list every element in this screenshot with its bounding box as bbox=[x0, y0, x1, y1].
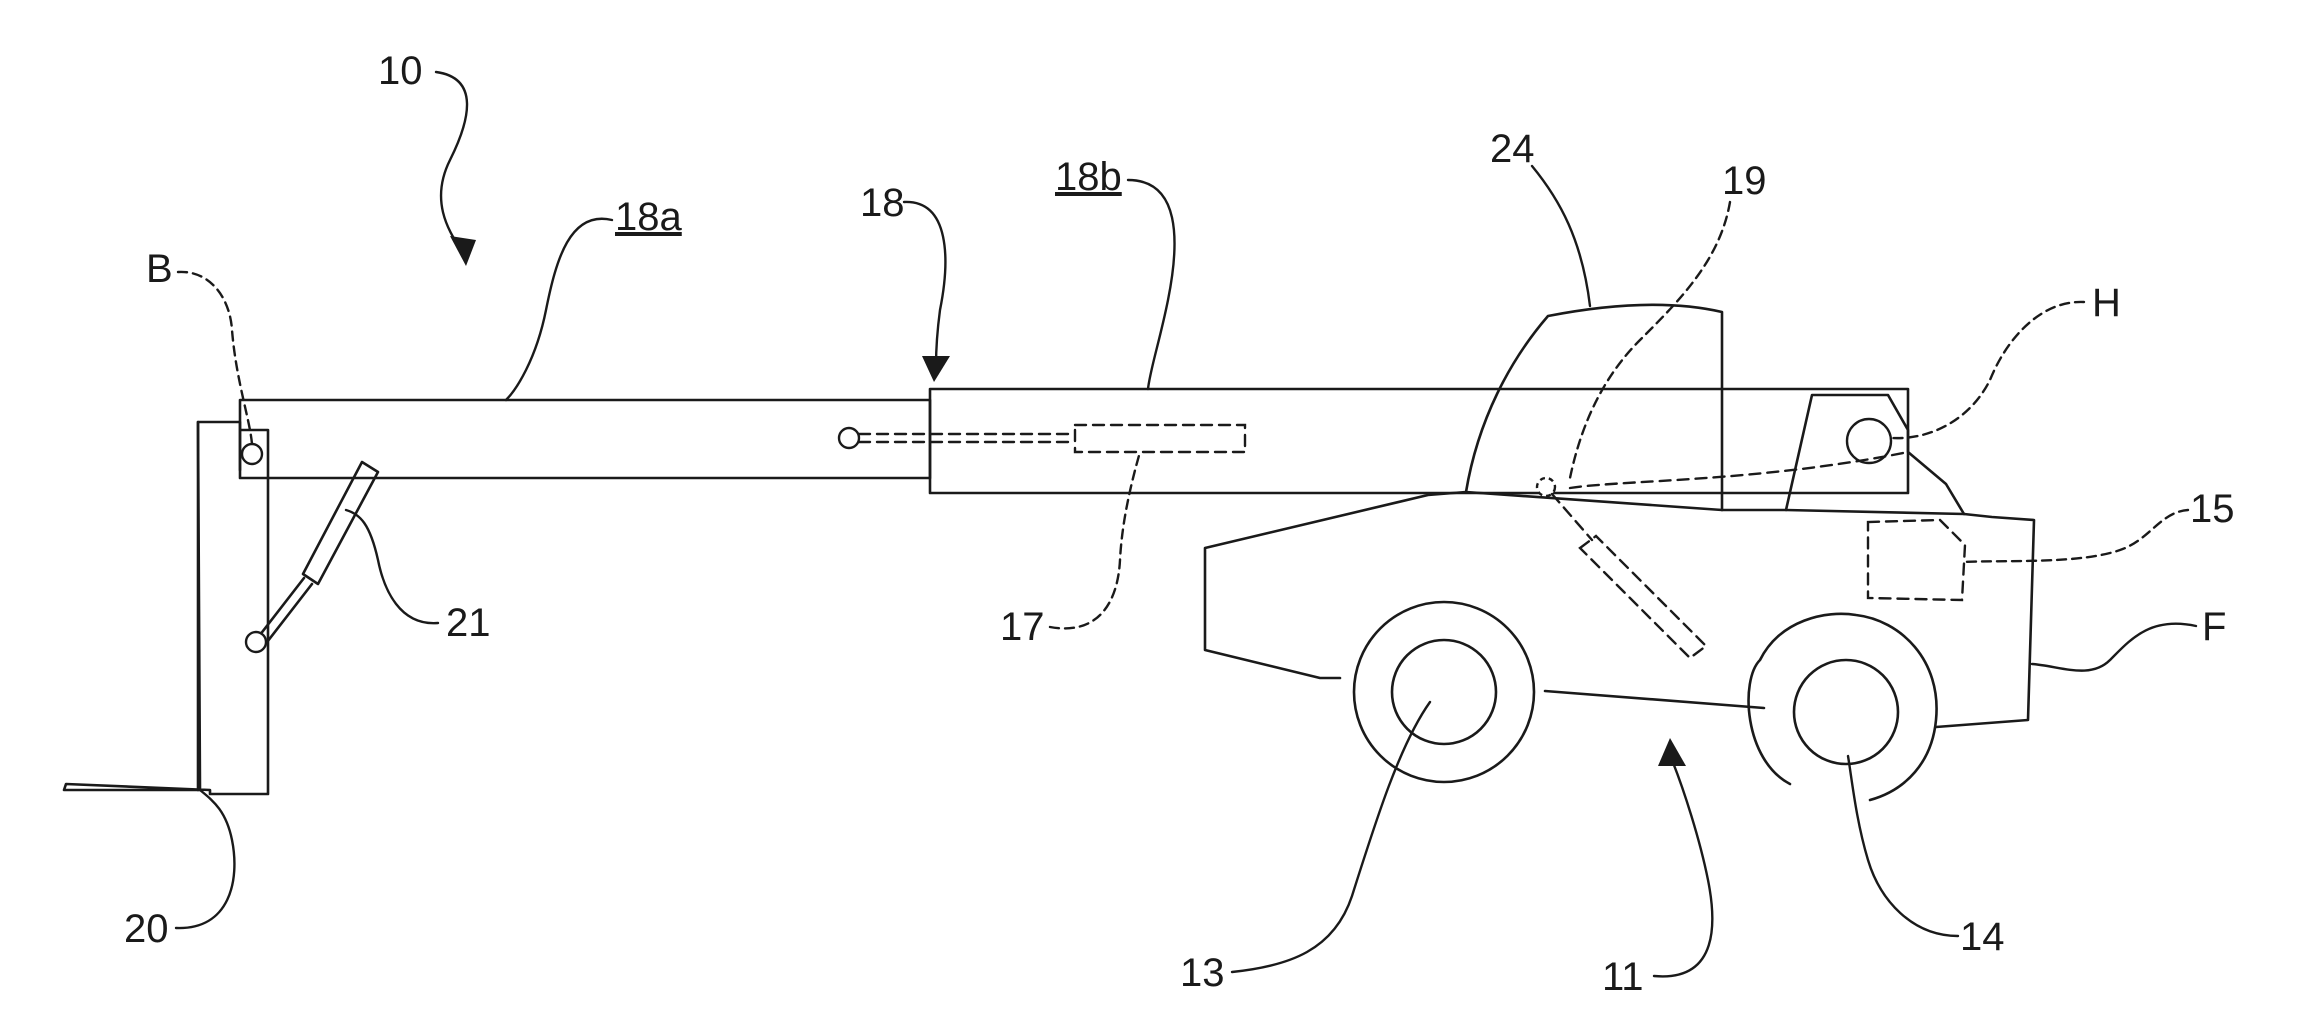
front-wheel bbox=[1354, 602, 1534, 782]
label-B: B bbox=[146, 247, 173, 291]
label-F: F bbox=[2202, 605, 2226, 649]
chassis bbox=[1205, 492, 2034, 727]
label-24: 24 bbox=[1490, 127, 1535, 171]
tilt-ram-pin bbox=[246, 632, 266, 652]
extension-ram bbox=[859, 425, 1245, 452]
label-18b: 18b bbox=[1055, 155, 1122, 199]
label-20: 20 bbox=[124, 907, 169, 951]
leader-lines bbox=[176, 72, 2196, 976]
label-13: 13 bbox=[1180, 951, 1225, 995]
label-H: H bbox=[2092, 281, 2121, 325]
label-19: 19 bbox=[1722, 159, 1767, 203]
label-14: 14 bbox=[1960, 915, 2005, 959]
label-10: 10 bbox=[378, 49, 423, 93]
label-17: 17 bbox=[1000, 605, 1045, 649]
boom-section-a bbox=[240, 400, 930, 478]
boom-pivot-pin bbox=[242, 444, 262, 464]
rear-wheel bbox=[1749, 614, 1937, 800]
extension-ram-pin bbox=[839, 428, 859, 448]
label-11: 11 bbox=[1602, 955, 1644, 999]
label-21: 21 bbox=[446, 601, 491, 645]
hinge-plate bbox=[1786, 395, 1964, 514]
tilt-ram bbox=[246, 462, 378, 652]
fork-attachment bbox=[64, 422, 268, 794]
label-18a: 18a bbox=[615, 195, 682, 239]
label-18: 18 bbox=[860, 181, 905, 225]
part-15 bbox=[1868, 520, 1965, 600]
label-15: 15 bbox=[2190, 487, 2235, 531]
boom-section-b bbox=[930, 389, 1908, 493]
